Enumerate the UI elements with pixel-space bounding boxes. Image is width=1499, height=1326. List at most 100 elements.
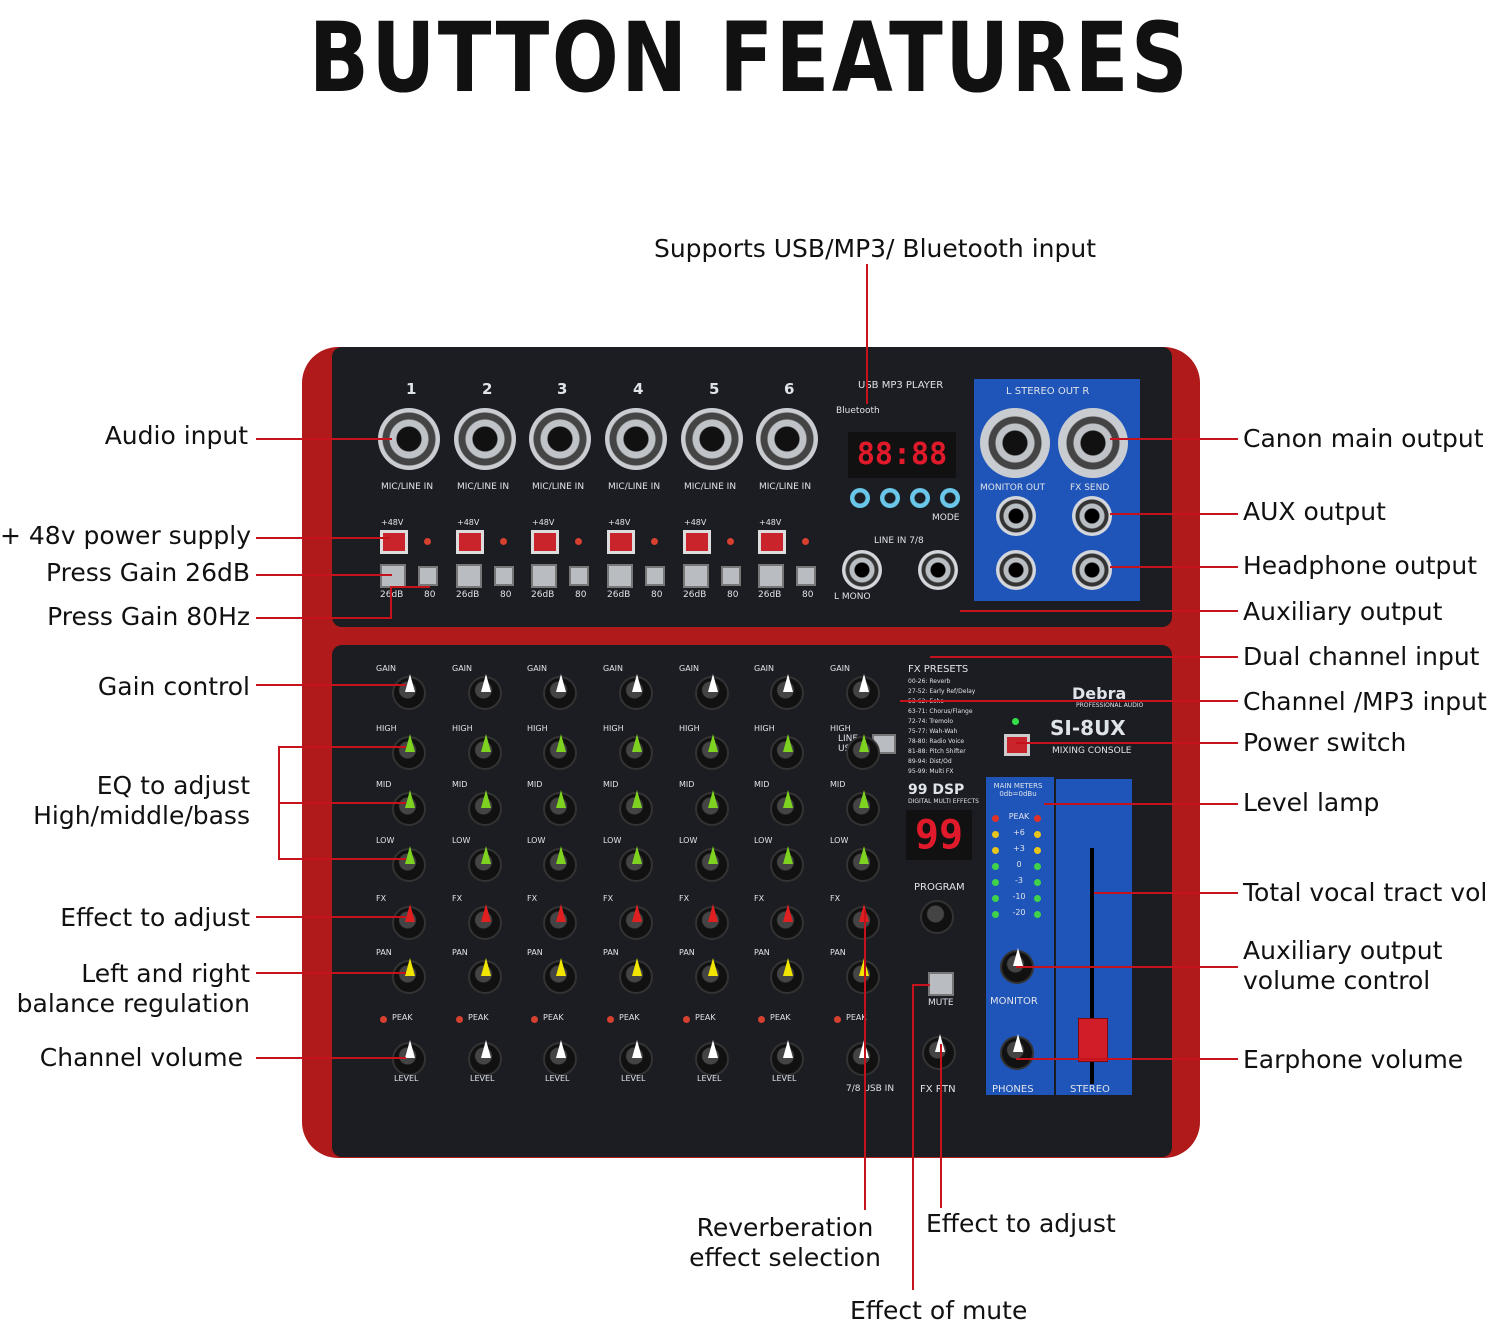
phantom-button[interactable] <box>380 530 408 554</box>
pan-knob[interactable] <box>846 958 880 994</box>
pad-26db-button[interactable] <box>456 564 482 588</box>
mid-eq-knob[interactable] <box>770 790 804 826</box>
mid-eq-knob[interactable] <box>543 790 577 826</box>
fx-rtn-knob[interactable] <box>922 1034 956 1070</box>
fx-knob[interactable] <box>770 904 804 940</box>
pad-26db-button[interactable] <box>380 564 406 588</box>
headphone-jack[interactable] <box>1072 550 1112 590</box>
pad-26db-button[interactable] <box>683 564 709 588</box>
mid-eq-knob[interactable] <box>619 790 653 826</box>
phantom-button[interactable] <box>607 530 635 554</box>
level-knob[interactable] <box>619 1040 653 1076</box>
pad-26db-button[interactable] <box>531 564 557 588</box>
stereo-out-left-jack[interactable] <box>980 408 1050 478</box>
line-in-l-jack[interactable] <box>842 550 882 590</box>
low-eq-knob[interactable] <box>392 846 426 882</box>
pan-knob[interactable] <box>619 958 653 994</box>
player-control-button[interactable] <box>850 488 870 508</box>
player-control-button[interactable] <box>910 488 930 508</box>
fx-knob[interactable] <box>695 904 729 940</box>
high-eq-knob[interactable] <box>846 734 880 770</box>
master-fader-cap[interactable] <box>1078 1018 1108 1062</box>
stereo-out-right-jack[interactable] <box>1058 408 1128 478</box>
hpf-80hz-button[interactable] <box>645 566 665 586</box>
hpf-80hz-button[interactable] <box>796 566 816 586</box>
fx-knob[interactable] <box>543 904 577 940</box>
level-knob[interactable] <box>770 1040 804 1076</box>
phantom-button[interactable] <box>758 530 786 554</box>
phantom-button[interactable] <box>531 530 559 554</box>
hpf-80hz-button[interactable] <box>569 566 589 586</box>
phantom-led <box>802 538 809 545</box>
monitor-out-r-jack[interactable] <box>996 550 1036 590</box>
pan-knob[interactable] <box>543 958 577 994</box>
gain-knob[interactable] <box>695 674 729 710</box>
gain-knob[interactable] <box>392 674 426 710</box>
phones-knob[interactable] <box>1000 1034 1034 1070</box>
label-48v: + 48v power supply <box>0 521 252 550</box>
pan-knob[interactable] <box>392 958 426 994</box>
knob-label: FX <box>679 894 690 903</box>
phantom-button[interactable] <box>683 530 711 554</box>
player-control-button[interactable] <box>880 488 900 508</box>
high-eq-knob[interactable] <box>695 734 729 770</box>
fx-knob[interactable] <box>468 904 502 940</box>
pan-knob[interactable] <box>770 958 804 994</box>
xlr-input-jack[interactable] <box>454 408 516 470</box>
high-eq-knob[interactable] <box>468 734 502 770</box>
hpf-80hz-button[interactable] <box>494 566 514 586</box>
low-eq-knob[interactable] <box>543 846 577 882</box>
fx-knob[interactable] <box>846 904 880 940</box>
level-knob[interactable] <box>392 1040 426 1076</box>
low-eq-knob[interactable] <box>695 846 729 882</box>
knob-pointer <box>556 846 566 864</box>
gain-knob[interactable] <box>468 674 502 710</box>
level-knob[interactable] <box>468 1040 502 1076</box>
player-control-button[interactable] <box>940 488 960 508</box>
knob-pointer <box>708 1040 718 1058</box>
hpf-80hz-button[interactable] <box>721 566 741 586</box>
high-eq-knob[interactable] <box>619 734 653 770</box>
high-eq-knob[interactable] <box>543 734 577 770</box>
low-eq-knob[interactable] <box>770 846 804 882</box>
low-eq-knob[interactable] <box>846 846 880 882</box>
mid-eq-knob[interactable] <box>392 790 426 826</box>
monitor-out-l-jack[interactable] <box>996 496 1036 536</box>
gain-knob[interactable] <box>619 674 653 710</box>
low-eq-knob[interactable] <box>619 846 653 882</box>
mid-eq-knob[interactable] <box>468 790 502 826</box>
xlr-input-jack[interactable] <box>529 408 591 470</box>
fx-knob[interactable] <box>619 904 653 940</box>
xlr-input-jack[interactable] <box>756 408 818 470</box>
xlr-input-jack[interactable] <box>605 408 667 470</box>
pan-knob[interactable] <box>468 958 502 994</box>
phantom-button[interactable] <box>456 530 484 554</box>
knob-pointer <box>783 734 793 752</box>
high-eq-knob[interactable] <box>392 734 426 770</box>
channel-number: 3 <box>557 380 568 398</box>
xlr-input-jack[interactable] <box>681 408 743 470</box>
high-eq-knob[interactable] <box>770 734 804 770</box>
mid-eq-knob[interactable] <box>846 790 880 826</box>
gain-knob[interactable] <box>846 674 880 710</box>
program-knob[interactable] <box>920 900 954 934</box>
mute-button[interactable] <box>928 972 954 996</box>
pad-26db-button[interactable] <box>758 564 784 588</box>
mid-eq-knob[interactable] <box>695 790 729 826</box>
gain-knob[interactable] <box>543 674 577 710</box>
gain-knob[interactable] <box>770 674 804 710</box>
fx-knob[interactable] <box>392 904 426 940</box>
knob-pointer <box>632 846 642 864</box>
power-switch[interactable] <box>1004 734 1030 756</box>
model-label: SI-8UX <box>1050 716 1126 740</box>
hpf-label: 80 <box>424 590 436 600</box>
low-eq-knob[interactable] <box>468 846 502 882</box>
fx-send-jack[interactable] <box>1072 496 1112 536</box>
level-knob[interactable] <box>846 1040 880 1076</box>
pan-knob[interactable] <box>695 958 729 994</box>
pad-26db-button[interactable] <box>607 564 633 588</box>
hpf-80hz-button[interactable] <box>418 566 438 586</box>
level-knob[interactable] <box>543 1040 577 1076</box>
line-in-r-jack[interactable] <box>918 550 958 590</box>
level-knob[interactable] <box>695 1040 729 1076</box>
